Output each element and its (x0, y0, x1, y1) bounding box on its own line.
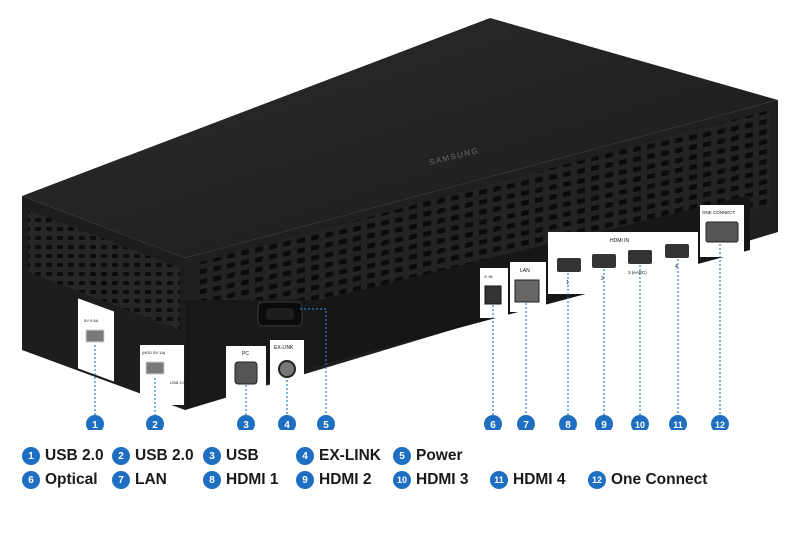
legend-number: 9 (296, 471, 314, 489)
legend-item-exlink: 4 EX-LINK (296, 446, 381, 466)
optical-label: ⊙ IN (484, 274, 493, 279)
optical-port (484, 285, 502, 305)
hdmi-port-4 (665, 244, 689, 258)
svg-text:3: 3 (243, 420, 249, 430)
legend-number: 10 (393, 471, 411, 489)
hdmi-arc-label: 3 (eARC) (628, 270, 647, 275)
legend-item-hdmi-2: 9 HDMI 2 (296, 470, 372, 490)
svg-text:12: 12 (715, 420, 725, 430)
usb-right-label-plate (140, 345, 184, 405)
usb-spec-label: USB 2.0 ⇌ (170, 380, 190, 385)
legend-number: 11 (490, 471, 508, 489)
left-vent-grille (28, 210, 180, 330)
legend-label: USB 2.0 (45, 447, 104, 464)
hdmi-num-2: 2 (601, 276, 604, 282)
svg-text:7: 7 (523, 420, 529, 430)
svg-text:5: 5 (323, 420, 329, 430)
legend-label: One Connect (611, 471, 708, 488)
legend-label: LAN (135, 471, 167, 488)
hdmi-port-1 (557, 258, 581, 272)
legend-item-usb-2: 2 USB 2.0 (112, 446, 194, 466)
legend-item-hdmi-4: 11 HDMI 4 (490, 470, 566, 490)
svg-text:9: 9 (601, 420, 607, 430)
legend-number: 7 (112, 471, 130, 489)
legend-number: 5 (393, 447, 411, 465)
legend-item-usb: 3 USB (203, 446, 259, 466)
legend-label: HDMI 4 (513, 471, 566, 488)
callout-6: 6 (484, 415, 502, 430)
pc-label: PC (242, 351, 249, 357)
top-face (22, 18, 778, 258)
pc-usb-b-port (234, 361, 258, 385)
hdmi-label: HDMI IN (610, 238, 630, 244)
legend-label: USB (226, 447, 259, 464)
callouts: 1 2 3 4 5 6 7 8 9 10 11 12 (86, 415, 729, 430)
callout-12: 12 (711, 415, 729, 430)
callout-1: 1 (86, 415, 104, 430)
legend-item-usb-1: 1 USB 2.0 (22, 446, 104, 466)
legend-label: Optical (45, 471, 98, 488)
legend-number: 8 (203, 471, 221, 489)
svg-text:8: 8 (565, 420, 571, 430)
right-vent-grille (200, 110, 770, 355)
legend-label: HDMI 3 (416, 471, 469, 488)
usb-left-label: 5V 0.5A (84, 318, 99, 323)
usb-port-2 (145, 361, 165, 375)
legend-item-hdmi-1: 8 HDMI 1 (203, 470, 279, 490)
leader-lines (94, 244, 721, 416)
hdmi-port-3 (628, 250, 652, 264)
legend-label: Power (416, 447, 463, 464)
legend-number: 1 (22, 447, 40, 465)
legend-item-hdmi-3: 10 HDMI 3 (393, 470, 469, 490)
legend-item-power: 5 Power (393, 446, 463, 466)
legend-label: EX-LINK (319, 447, 381, 464)
legend-number: 2 (112, 447, 130, 465)
svg-text:6: 6 (490, 420, 496, 430)
callout-9: 9 (595, 415, 613, 430)
callout-8: 8 (559, 415, 577, 430)
svg-text:10: 10 (635, 420, 645, 430)
one-connect-box-illustration: SAMSUNG 5V 0.5A (HDD 5V 1A) USB 2.0 ⇌ PC… (22, 18, 778, 430)
callout-5: 5 (317, 415, 335, 430)
lan-port (514, 279, 540, 303)
callout-3: 3 (237, 415, 255, 430)
hdmi-port-2 (592, 254, 616, 268)
one-connect-label: ONE CONNECT (702, 210, 736, 215)
legend-item-one-connect: 12 One Connect (588, 470, 707, 490)
legend-label: HDMI 1 (226, 471, 279, 488)
svg-text:2: 2 (152, 420, 158, 430)
legend-item-optical: 6 Optical (22, 470, 98, 490)
svg-text:4: 4 (284, 420, 290, 430)
legend-number: 3 (203, 447, 221, 465)
power-socket-inner (266, 308, 294, 320)
callout-7: 7 (517, 415, 535, 430)
svg-text:1: 1 (92, 420, 98, 430)
callout-4: 4 (278, 415, 296, 430)
legend-label: USB 2.0 (135, 447, 194, 464)
legend-number: 4 (296, 447, 314, 465)
usb-right-label: (HDD 5V 1A) (142, 350, 166, 355)
svg-text:11: 11 (673, 420, 683, 430)
lan-label: LAN (520, 268, 530, 274)
callout-2: 2 (146, 415, 164, 430)
usb-port-1 (85, 329, 105, 343)
legend-number: 6 (22, 471, 40, 489)
legend-item-lan: 7 LAN (112, 470, 167, 490)
legend-label: HDMI 2 (319, 471, 372, 488)
hdmi-num-4: 4 (675, 264, 678, 270)
exlink-port (278, 360, 296, 378)
callout-11: 11 (669, 415, 687, 430)
exlink-label: EX-LINK (274, 345, 294, 351)
one-connect-port (705, 221, 739, 243)
legend-number: 12 (588, 471, 606, 489)
callout-10: 10 (631, 415, 649, 430)
